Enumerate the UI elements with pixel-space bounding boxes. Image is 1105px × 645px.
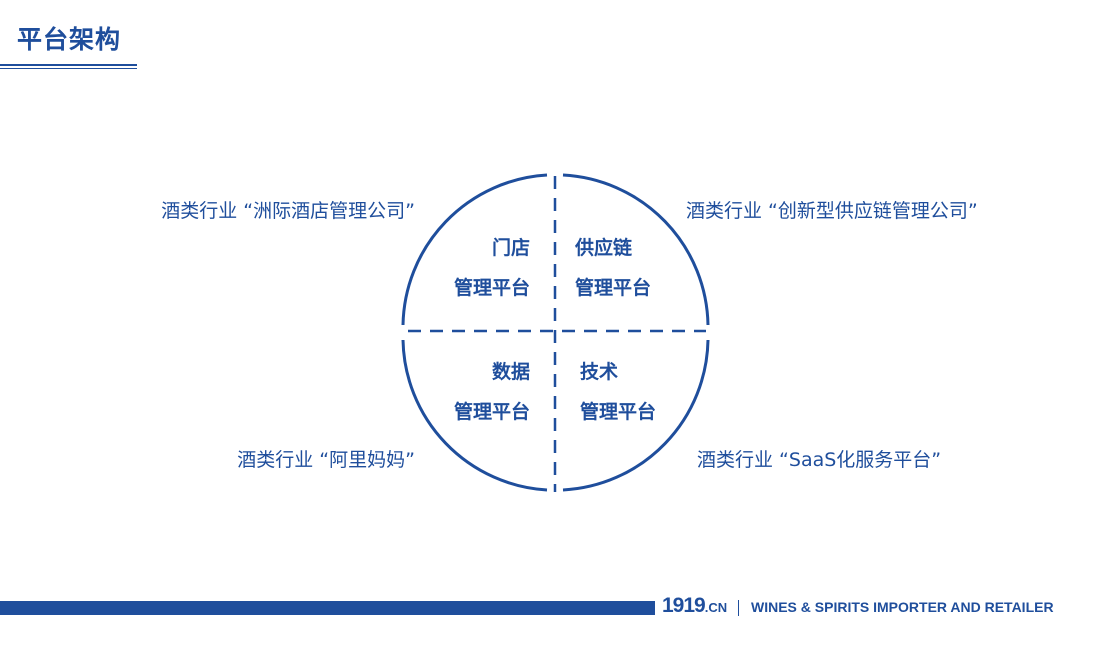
quadrant-tech-subtitle: 管理平台 — [580, 401, 657, 423]
quadrant-store-title: 门店 — [491, 237, 530, 259]
side-label-supply-chain-company: 酒类行业 “创新型供应链管理公司” — [686, 200, 978, 222]
page-title: 平台架构 — [17, 25, 122, 54]
side-label-alimama: 酒类行业 “阿里妈妈” — [237, 449, 415, 471]
quadrant-data-title: 数据 — [491, 361, 530, 383]
quadrant-tech-title: 技术 — [580, 361, 619, 383]
circle-arc-bottom-left — [401, 339, 548, 492]
quadrant-store-subtitle: 管理平台 — [453, 277, 530, 299]
quadrant-store: 门店 管理平台 — [454, 228, 530, 308]
footer-separator — [738, 600, 739, 616]
side-label-hotel-management: 酒类行业 “洲际酒店管理公司” — [161, 200, 415, 222]
quadrant-tech: 技术 管理平台 — [580, 352, 656, 432]
side-label-saas-platform: 酒类行业 “SaaS化服务平台” — [697, 449, 942, 471]
quadrant-supply-chain-subtitle: 管理平台 — [575, 277, 652, 299]
footer-logo-number: 1919 — [662, 594, 706, 617]
footer-logo: 1919.CN — [662, 594, 727, 618]
footer-tagline: WINES & SPIRITS IMPORTER AND RETAILER — [751, 599, 1054, 615]
footer-logo-suffix: .CN — [704, 600, 728, 615]
quadrant-supply-chain: 供应链 管理平台 — [575, 228, 651, 308]
footer-bar — [0, 601, 655, 615]
title-underline — [0, 64, 137, 69]
quadrant-data-subtitle: 管理平台 — [453, 401, 530, 423]
circle-arc-bottom-right — [562, 339, 710, 492]
quadrant-supply-chain-title: 供应链 — [575, 237, 633, 259]
quadrant-data: 数据 管理平台 — [454, 352, 530, 432]
circle-arc-top-left — [401, 173, 548, 326]
circle-arc-top-right — [562, 173, 710, 326]
